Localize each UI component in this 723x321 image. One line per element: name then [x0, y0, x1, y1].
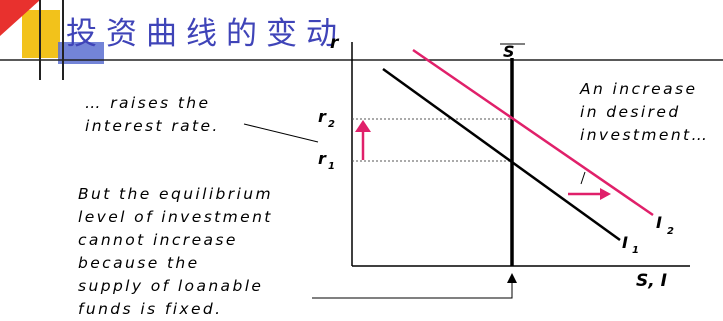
investment-curve-1: [382, 67, 621, 242]
raises-rate-note-line: … raises the: [85, 94, 211, 112]
increase-note-line: investment…: [580, 126, 710, 144]
investment-curve-2: [412, 48, 654, 217]
r1-subscript: 1: [328, 161, 335, 172]
increase-note-line: in desired: [580, 103, 681, 121]
rate-rise-arrow-head: [355, 120, 371, 132]
supply-curve-label: S: [503, 42, 515, 61]
r1-label: r: [318, 149, 327, 168]
raises-rate-note-line: interest rate.: [85, 117, 220, 135]
equilibrium-note-line: supply of loanable: [78, 277, 264, 295]
raises-pointer-line: [243, 123, 319, 143]
equilibrium-note-line: level of investment: [78, 208, 273, 226]
r2-subscript: 2: [328, 119, 335, 130]
investment-2-label: I: [656, 213, 662, 232]
increase-pointer-line: [580, 171, 586, 185]
deco-blue-block: [58, 42, 104, 64]
increase-note-line: An increase: [580, 80, 698, 98]
raises-rate-note: … raises the interest rate.: [85, 92, 220, 138]
deco-red-triangle: [0, 0, 40, 36]
investment-2-subscript: 2: [667, 226, 674, 237]
shift-arrow-head: [600, 188, 611, 200]
x-axis-label: S, I: [636, 271, 667, 291]
equilibrium-pointer-line: [312, 283, 513, 299]
slide-title: 投资曲线的变动: [66, 16, 346, 52]
y-axis-label: r: [330, 33, 340, 53]
equilibrium-note-line: funds is fixed.: [78, 300, 223, 318]
equilibrium-pointer-head: [507, 273, 517, 283]
r2-label: r: [318, 107, 327, 126]
increase-note: An increase in desired investment…: [580, 78, 709, 147]
investment-1-subscript: 1: [632, 245, 639, 256]
title-decoration: [0, 0, 723, 80]
equilibrium-note-line: But the equilibrium: [78, 185, 273, 203]
equilibrium-note-line: cannot increase: [78, 231, 238, 249]
equilibrium-note: But the equilibrium level of investment …: [78, 183, 273, 321]
investment-1-label: I: [622, 233, 628, 252]
equilibrium-note-line: because the: [78, 254, 200, 272]
title-bar: 投资曲线的变动: [0, 0, 723, 80]
